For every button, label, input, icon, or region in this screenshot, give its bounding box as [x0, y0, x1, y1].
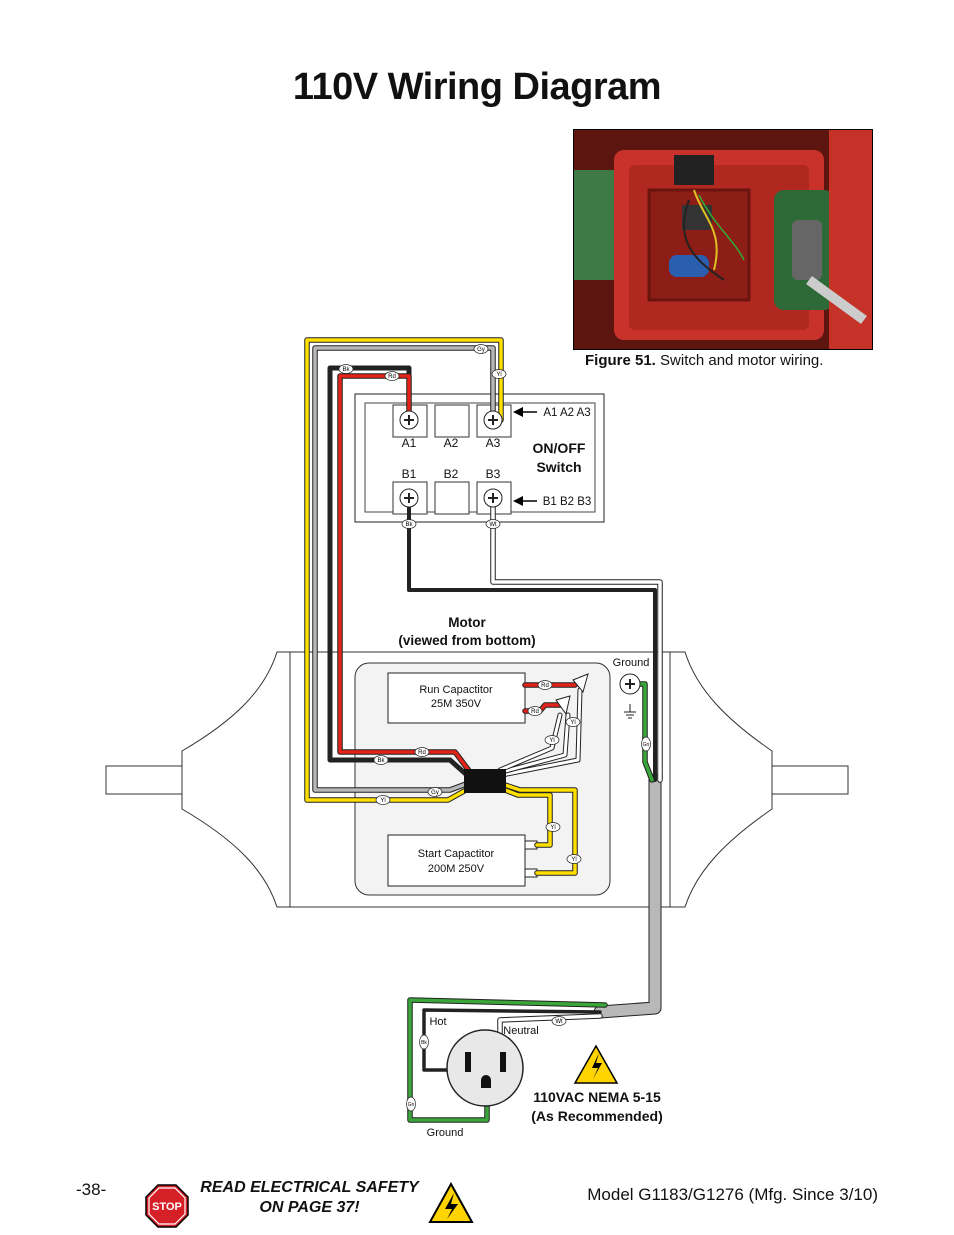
safety-notice: READ ELECTRICAL SAFETY ON PAGE 37!	[200, 1179, 419, 1216]
svg-text:Wt: Wt	[555, 1019, 563, 1025]
terminal-a3-label: A3	[486, 436, 501, 450]
start-cap-line2: 200M 250V	[428, 863, 485, 875]
svg-text:Rd: Rd	[418, 750, 426, 756]
svg-text:Bk: Bk	[405, 522, 413, 528]
svg-text:Rd: Rd	[388, 374, 396, 380]
svg-text:Yl: Yl	[571, 857, 576, 863]
run-cap-line2: 25M 350V	[431, 698, 482, 710]
motor-title: Motor	[448, 615, 486, 630]
ground-symbol	[624, 704, 636, 719]
run-cap-line1: Run Capactitor	[419, 684, 493, 696]
svg-text:Gn: Gn	[643, 742, 650, 748]
switch-title-2: Switch	[536, 459, 581, 475]
model-info: Model G1183/G1276 (Mfg. Since 3/10)	[587, 1185, 878, 1204]
terminal-screws	[399, 410, 641, 695]
switch-title-1: ON/OFF	[533, 440, 586, 456]
terminal-b1-label: B1	[402, 467, 417, 481]
svg-text:Bk: Bk	[421, 1040, 427, 1046]
motor-subtitle: (viewed from bottom)	[398, 633, 535, 648]
nema-receptacle	[446, 1029, 524, 1107]
svg-text:Gn: Gn	[408, 1102, 415, 1108]
terminal-b2-label: B2	[444, 467, 459, 481]
terminal-b3-label: B3	[486, 467, 501, 481]
svg-text:Gy: Gy	[431, 790, 439, 796]
motor-ground-label: Ground	[613, 657, 650, 669]
wire-tags: Bk Rd Gy Yl Bk Wt Rd Rd Yl Yl Gn Rd Bk G…	[338, 344, 651, 1112]
neutral-label: Neutral	[503, 1025, 538, 1037]
svg-text:Gy: Gy	[477, 347, 485, 353]
svg-text:Rd: Rd	[531, 709, 539, 715]
wire-junction	[464, 769, 506, 793]
svg-text:Yl: Yl	[570, 720, 575, 726]
terminal-a1-label: A1	[402, 436, 417, 450]
electrical-hazard-icon	[428, 1182, 474, 1223]
svg-text:Wt: Wt	[489, 522, 497, 528]
stop-sign-icon: STOP	[145, 1184, 189, 1228]
bottom-arrow-label: B1 B2 B3	[543, 496, 592, 508]
run-capacitor-box	[387, 672, 526, 724]
start-capacitor-box	[387, 834, 526, 887]
svg-text:STOP: STOP	[152, 1201, 182, 1213]
page-title: 110V Wiring Diagram	[292, 66, 662, 108]
svg-text:Yl: Yl	[550, 825, 555, 831]
wiring-photo	[573, 129, 873, 350]
svg-text:Bk: Bk	[377, 758, 385, 764]
hot-label: Hot	[429, 1016, 446, 1028]
receptacle-spec-2: (As Recommended)	[531, 1108, 662, 1124]
hazard-icon	[573, 1044, 619, 1084]
figure-caption: Figure 51. Switch and motor wiring.	[585, 352, 824, 369]
svg-text:Rd: Rd	[541, 683, 549, 689]
svg-text:Yl: Yl	[380, 798, 385, 804]
terminal-a2-label: A2	[444, 436, 459, 450]
start-cap-line1: Start Capactitor	[418, 848, 495, 860]
svg-text:Yl: Yl	[496, 372, 501, 378]
svg-text:Bk: Bk	[342, 367, 350, 373]
top-arrow-label: A1 A2 A3	[543, 407, 590, 419]
receptacle-ground-label: Ground	[427, 1127, 464, 1139]
page-number: -38-	[76, 1180, 107, 1199]
svg-text:Yl: Yl	[549, 738, 554, 744]
receptacle-spec-1: 110VAC NEMA 5-15	[533, 1089, 661, 1105]
